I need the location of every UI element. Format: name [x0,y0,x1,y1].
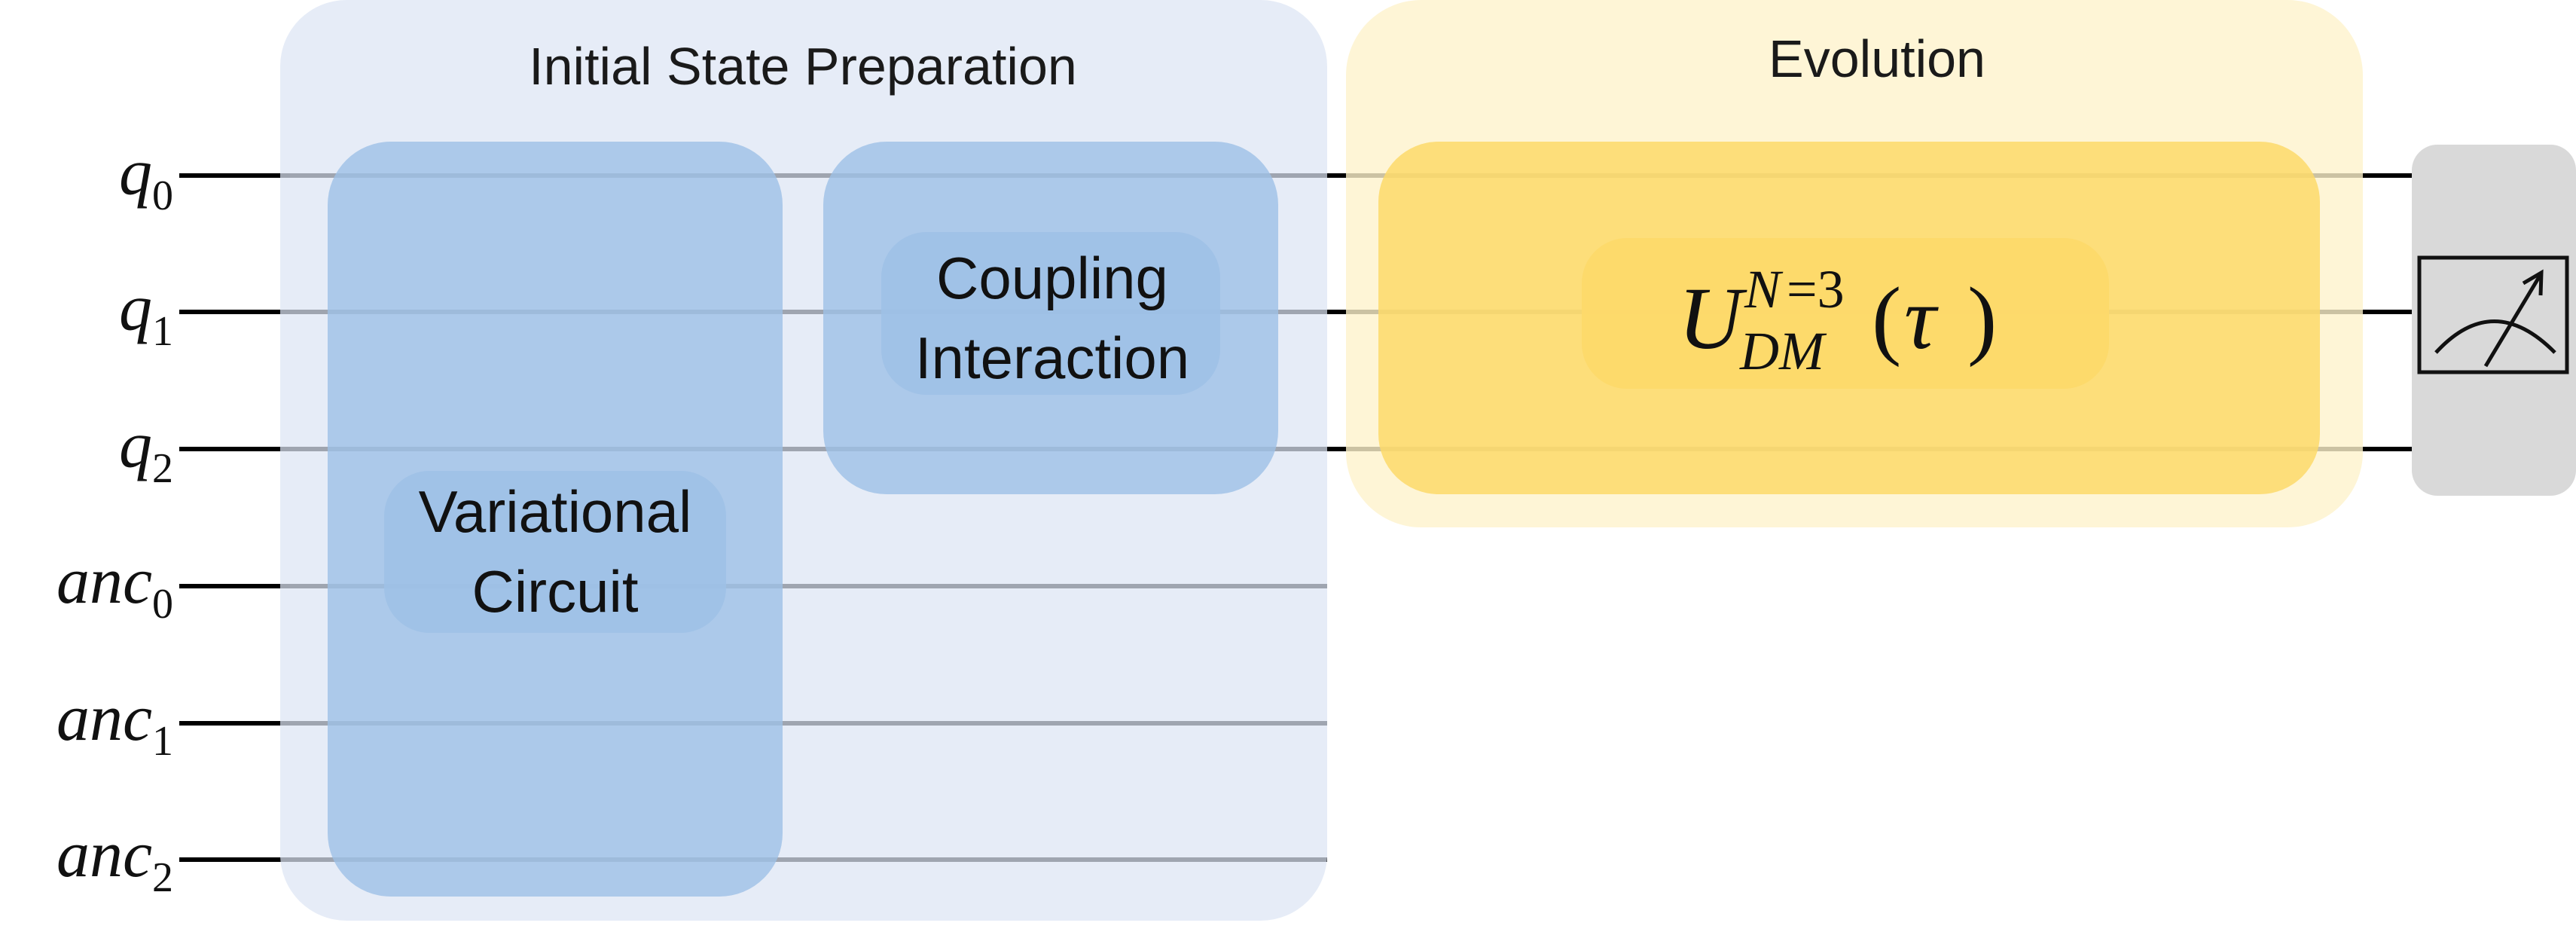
qubit-label-anc0: anc0 [56,545,173,628]
qubit-label-q1: q1 [119,272,173,355]
operator-argument: τ [1904,269,1939,368]
variational-label-line1: Variational [419,478,692,545]
variational-label-backdrop [384,471,726,633]
qubit-label-q0: q0 [119,136,173,219]
operator-superscript-n: N [1744,259,1784,319]
coupling-label-line1: Coupling [936,245,1168,311]
operator-superscript-rest: =3 [1787,259,1845,319]
operator-open-paren: ( [1872,269,1901,368]
operator-subscript: DM [1739,321,1827,381]
qubit-label-anc2: anc2 [56,818,173,901]
evolution-title: Evolution [1769,29,1985,88]
evolution-operator-label: U N =3 DM ( τ ) [1678,259,1997,381]
operator-close-paren: ) [1967,269,1997,368]
coupling-label-backdrop [881,232,1220,395]
initial-state-title: Initial State Preparation [529,37,1077,96]
qubit-label-q2: q2 [119,409,173,492]
qubit-labels: q0 q1 q2 anc0 anc1 anc2 [56,136,173,901]
operator-base: U [1678,269,1747,368]
meter-icon [2417,255,2569,374]
variational-label-line2: Circuit [472,558,638,625]
coupling-label-line2: Interaction [915,325,1189,391]
operator-label-backdrop [1582,238,2109,389]
qubit-label-anc1: anc1 [56,682,173,765]
